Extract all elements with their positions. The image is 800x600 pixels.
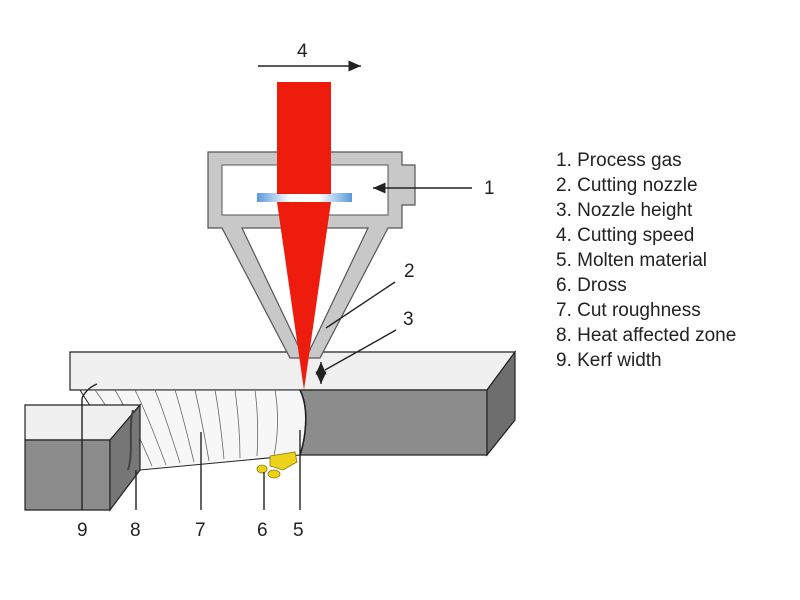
legend-item: 6. Dross xyxy=(556,275,627,296)
cutting-nozzle-leader xyxy=(325,281,396,329)
legend-item: 5. Molten material xyxy=(556,250,708,271)
laser-beam xyxy=(277,82,331,390)
legend-item: 9. Kerf width xyxy=(556,350,662,371)
callout-4: 4 xyxy=(297,41,308,62)
legend-item: 8. Heat affected zone xyxy=(556,325,737,346)
kerf-width-curve xyxy=(81,383,98,399)
legend-item: 4. Cutting speed xyxy=(556,225,695,246)
gas-lens xyxy=(257,193,352,202)
callout-3: 3 xyxy=(403,309,414,330)
nozzle-height-leader xyxy=(324,329,397,371)
callout-2: 2 xyxy=(404,261,415,282)
callout-7: 7 xyxy=(195,520,206,541)
callout-9: 9 xyxy=(77,520,88,541)
heat-affected-edge xyxy=(127,409,134,471)
leader-lines xyxy=(81,60,472,510)
legend-list: 1. Process gas 2. Cutting nozzle 3. Nozz… xyxy=(556,148,736,373)
callout-6: 6 xyxy=(257,520,268,541)
callout-8: 8 xyxy=(130,520,141,541)
legend-item: 3. Nozzle height xyxy=(556,200,693,221)
molten-front xyxy=(299,389,307,456)
legend-item: 7. Cut roughness xyxy=(556,300,701,321)
legend-item: 2. Cutting nozzle xyxy=(556,175,698,196)
callout-5: 5 xyxy=(293,520,304,541)
legend-item: 1. Process gas xyxy=(556,150,682,171)
cut-striations xyxy=(94,389,278,469)
dross-droplets xyxy=(256,451,298,479)
callout-1: 1 xyxy=(484,178,495,199)
